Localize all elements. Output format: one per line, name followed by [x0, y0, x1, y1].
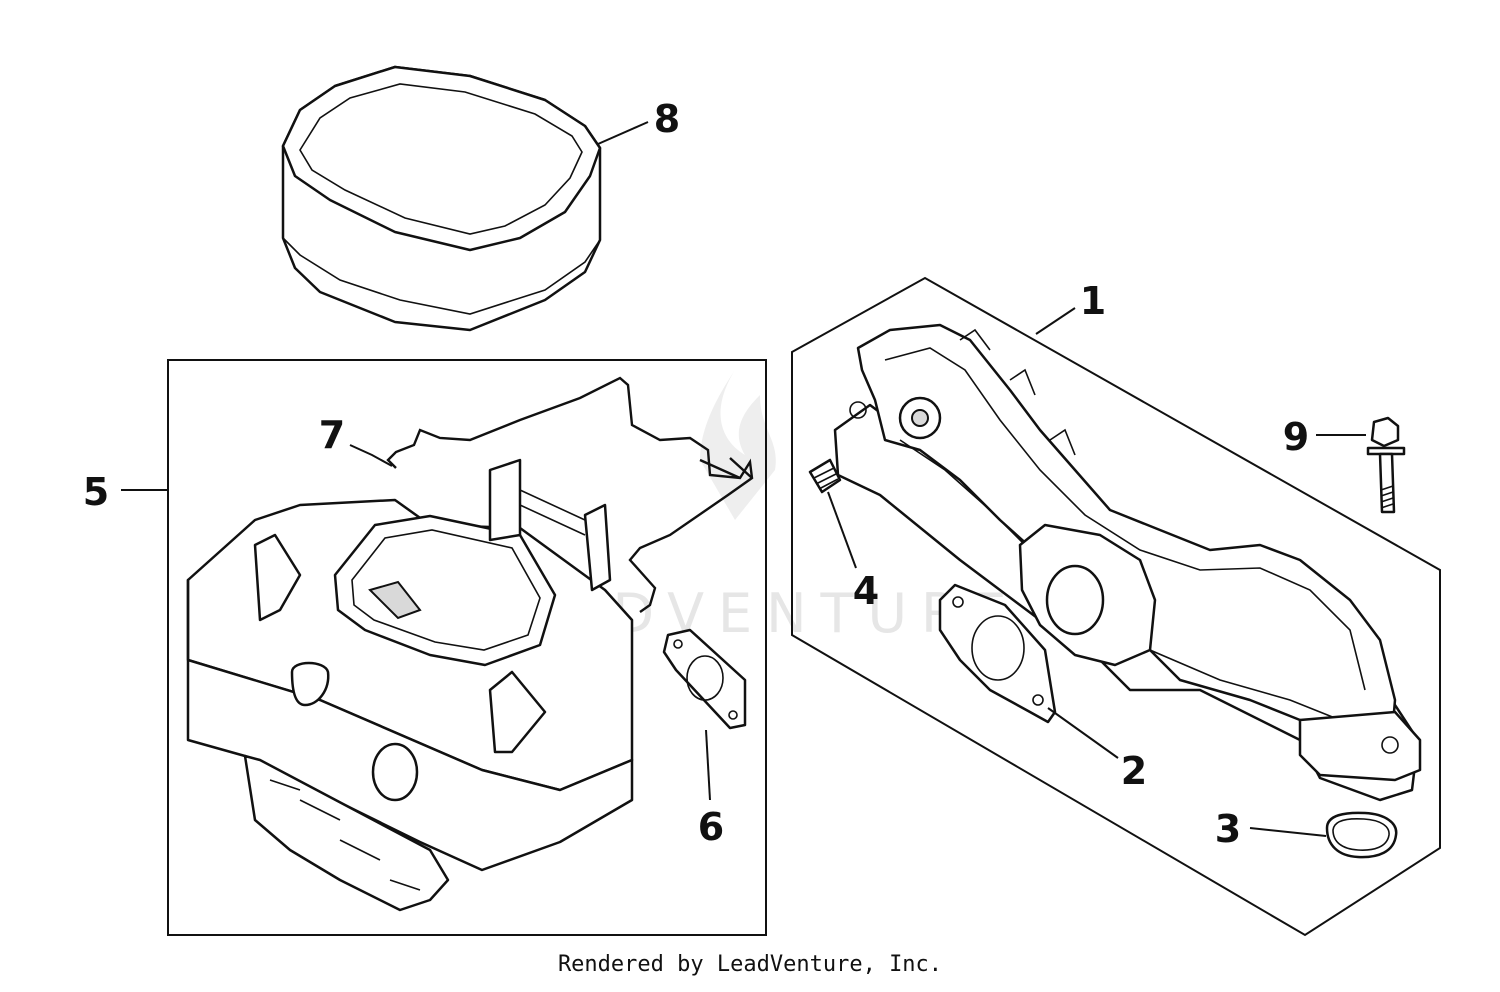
- callout-5[interactable]: 5: [83, 470, 109, 514]
- callout-6[interactable]: 6: [698, 805, 724, 849]
- manifold-gasket[interactable]: [938, 583, 1057, 724]
- wire-retaining-clip[interactable]: [386, 376, 754, 613]
- air-cleaner-assembly-frame: [167, 359, 767, 936]
- leader-line-1: [1035, 307, 1076, 335]
- leader-line-6: [705, 729, 711, 801]
- air-cleaner-gasket[interactable]: [662, 628, 747, 730]
- leader-line-8: [597, 121, 649, 145]
- callout-8[interactable]: 8: [654, 97, 680, 141]
- leader-line-2: [1047, 707, 1119, 759]
- callout-9[interactable]: 9: [1283, 415, 1309, 459]
- spring-fitting[interactable]: [808, 458, 842, 494]
- callout-3[interactable]: 3: [1215, 807, 1241, 851]
- leader-line-3: [1249, 827, 1327, 837]
- callout-2[interactable]: 2: [1121, 749, 1147, 793]
- intake-manifold[interactable]: [833, 323, 1422, 802]
- callout-1[interactable]: 1: [1080, 279, 1106, 323]
- leader-line-7: [349, 444, 393, 467]
- o-ring-seal[interactable]: [1325, 811, 1398, 859]
- air-filter-element[interactable]: [281, 65, 602, 332]
- callout-7[interactable]: 7: [319, 413, 345, 457]
- callout-4[interactable]: 4: [853, 569, 879, 613]
- air-cleaner-base[interactable]: [186, 458, 634, 912]
- flange-bolt[interactable]: [1366, 416, 1406, 514]
- leader-line-4: [827, 491, 857, 569]
- footer-credit: Rendered by LeadVenture, Inc.: [557, 952, 943, 977]
- intake-manifold-assembly-frame: [791, 276, 1441, 937]
